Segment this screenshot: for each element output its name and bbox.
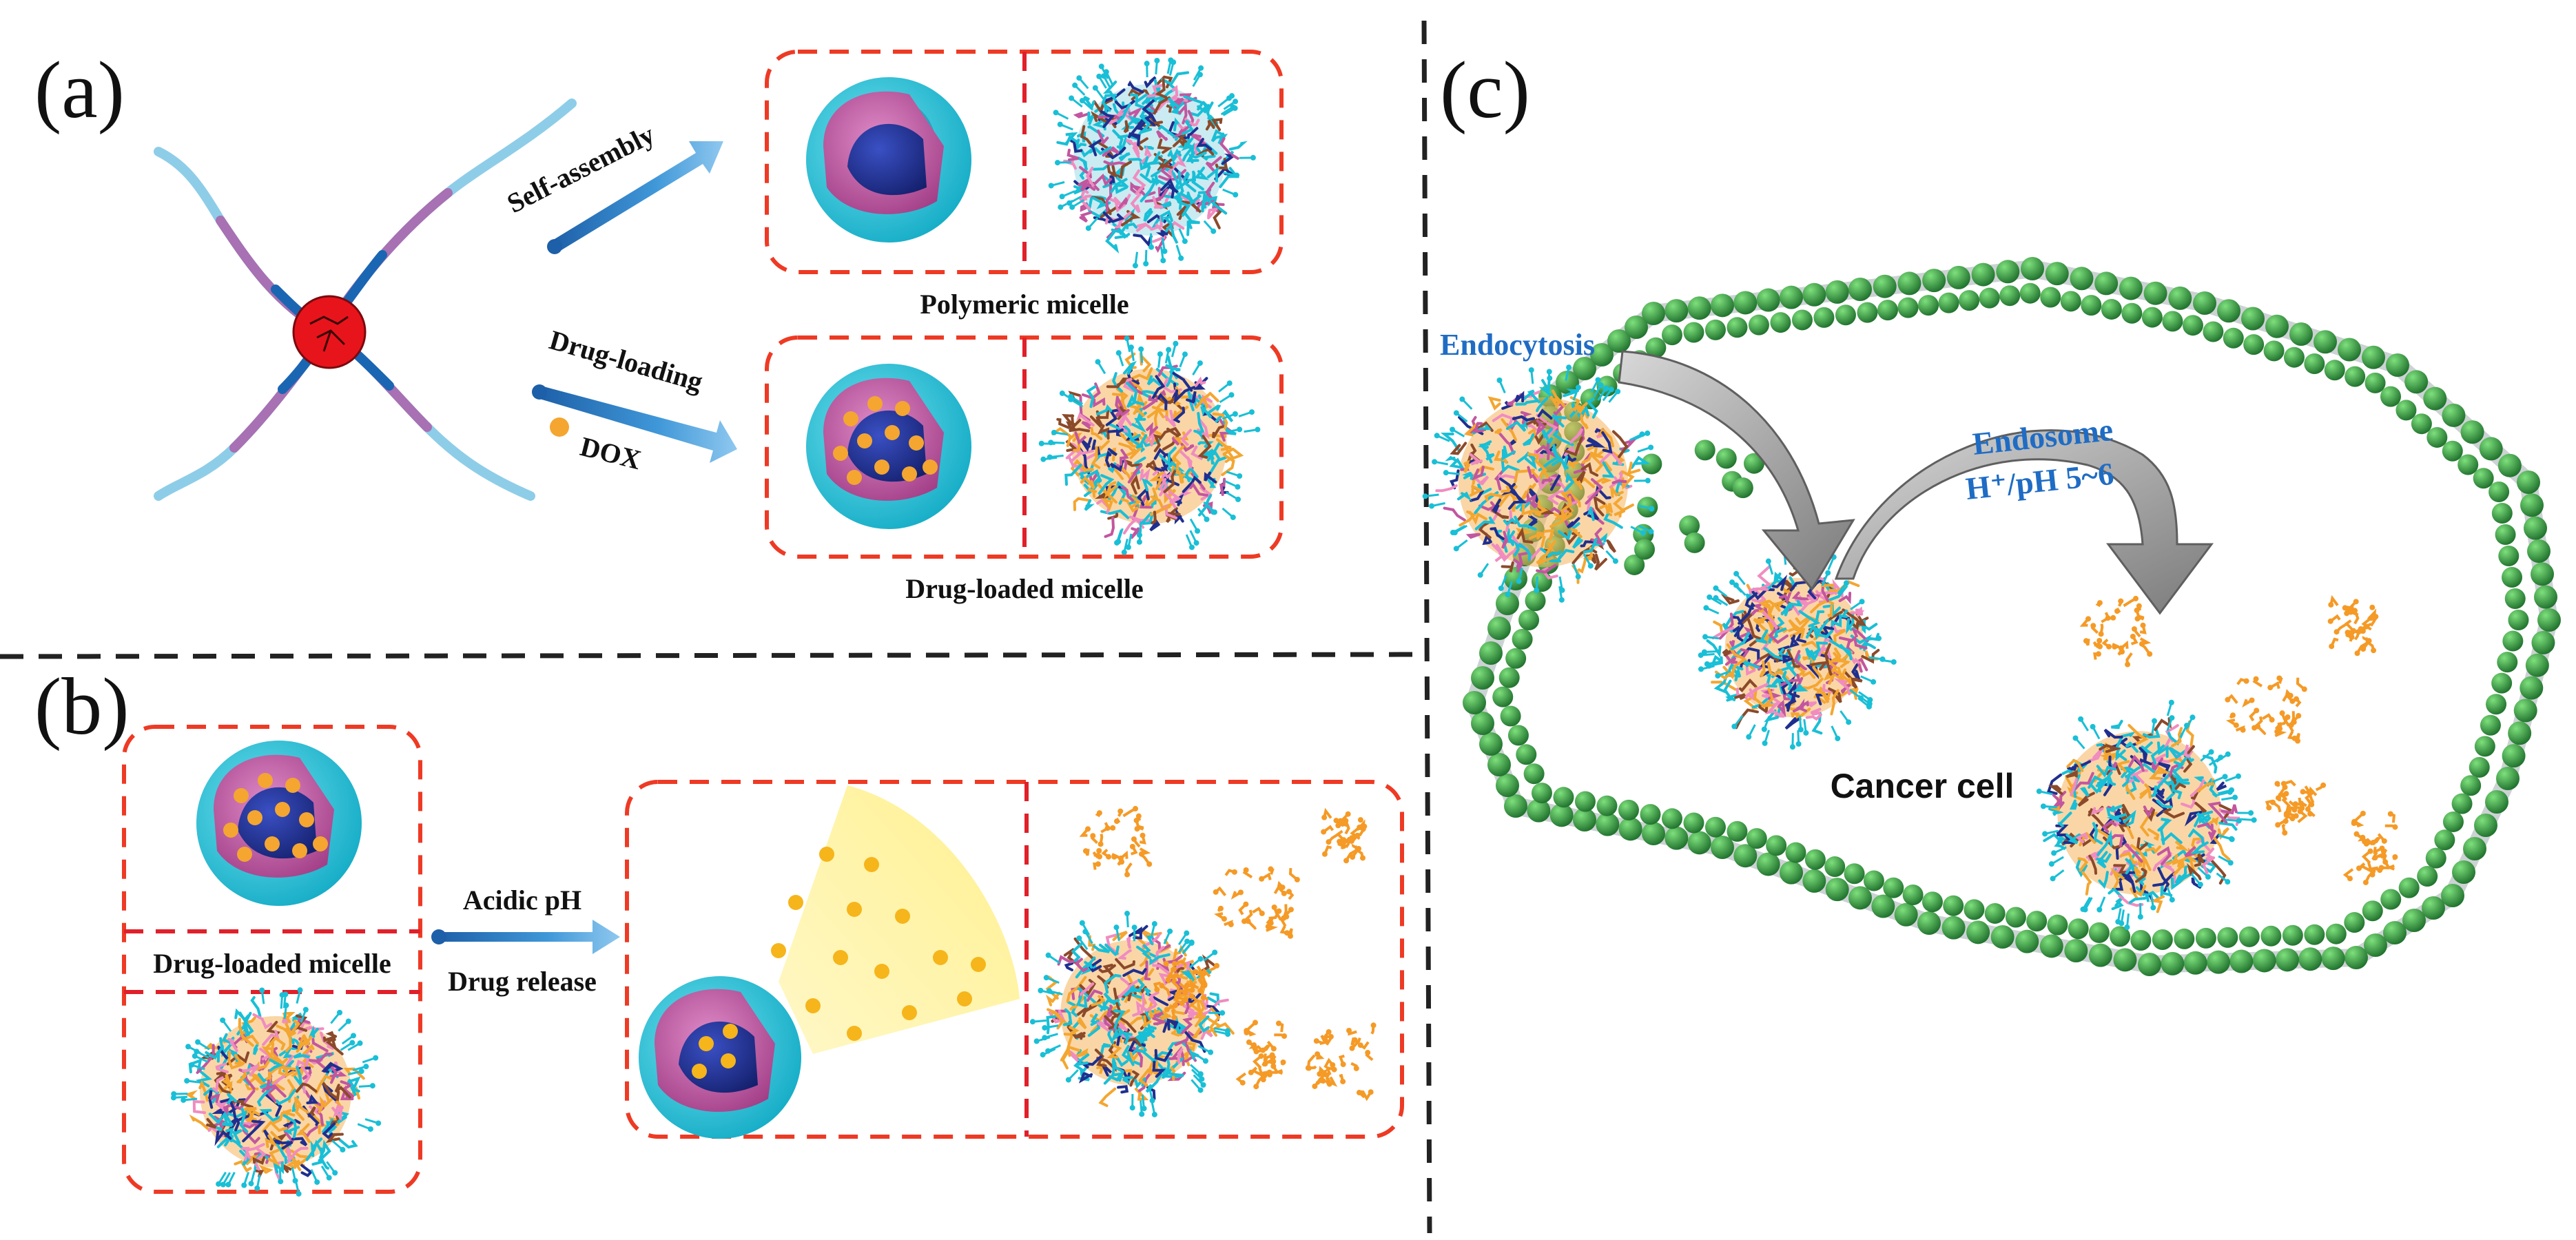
drug-loaded-micelle-label: Drug-loaded micelle: [905, 573, 1144, 604]
dox-label: DOX: [577, 431, 644, 475]
drug-release-label: Drug release: [448, 966, 597, 997]
micelle-cutaway-loaded: [806, 364, 971, 529]
drug-loading-label: Drug-loading: [546, 324, 706, 397]
arrow-acidic-ph: [431, 920, 620, 954]
b-micelle-molecular-released: [1030, 911, 1233, 1117]
dox-dot-icon: [550, 417, 569, 437]
b-drug-loaded-micelle-label: Drug-loaded micelle: [153, 948, 391, 979]
endocytosis-label: Endocytosis: [1440, 328, 1595, 362]
cancer-cell-label: Cancer cell: [1831, 767, 2015, 805]
micelle-molecular-polymeric: [1049, 57, 1256, 268]
endocytosis-micelle: [1423, 364, 1655, 603]
cell-released-micelle: [2037, 700, 2257, 930]
b-micelle-cutaway-released: [639, 976, 801, 1139]
acidic-ph-label: Acidic pH: [463, 885, 581, 916]
micelle-molecular-loaded: [1039, 335, 1261, 555]
micelle-cutaway-empty: [806, 77, 971, 242]
curved-arrow-release: [1836, 431, 2212, 613]
b-micelle-cutaway-loaded: [196, 741, 362, 906]
panel-label-b: (b): [34, 661, 130, 752]
panel-label-a: (a): [34, 45, 125, 135]
polymeric-micelle-label: Polymeric micelle: [920, 289, 1129, 320]
divider-horizontal: [0, 654, 1425, 657]
star-polymer: [158, 103, 572, 496]
b-micelle-molecular-loaded: [171, 987, 381, 1197]
endosome-micelle: [1698, 548, 1897, 750]
divider-vertical: [1424, 21, 1430, 1233]
panel-label-c: (c): [1440, 45, 1530, 135]
